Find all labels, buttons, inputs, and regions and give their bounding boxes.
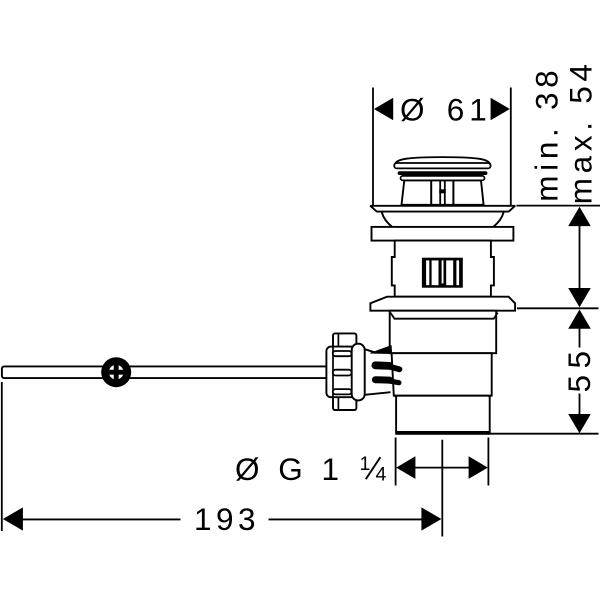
svg-text:Ø 61: Ø 61	[400, 91, 492, 127]
svg-text:min. 38: min. 38	[529, 66, 565, 202]
svg-text:55: 55	[561, 344, 597, 392]
svg-text:4: 4	[376, 464, 387, 486]
svg-text:193: 193	[194, 501, 260, 537]
svg-text:1: 1	[360, 453, 371, 475]
svg-text:max. 54: max. 54	[563, 59, 599, 204]
svg-text:Ø G 1: Ø G 1	[235, 451, 344, 487]
